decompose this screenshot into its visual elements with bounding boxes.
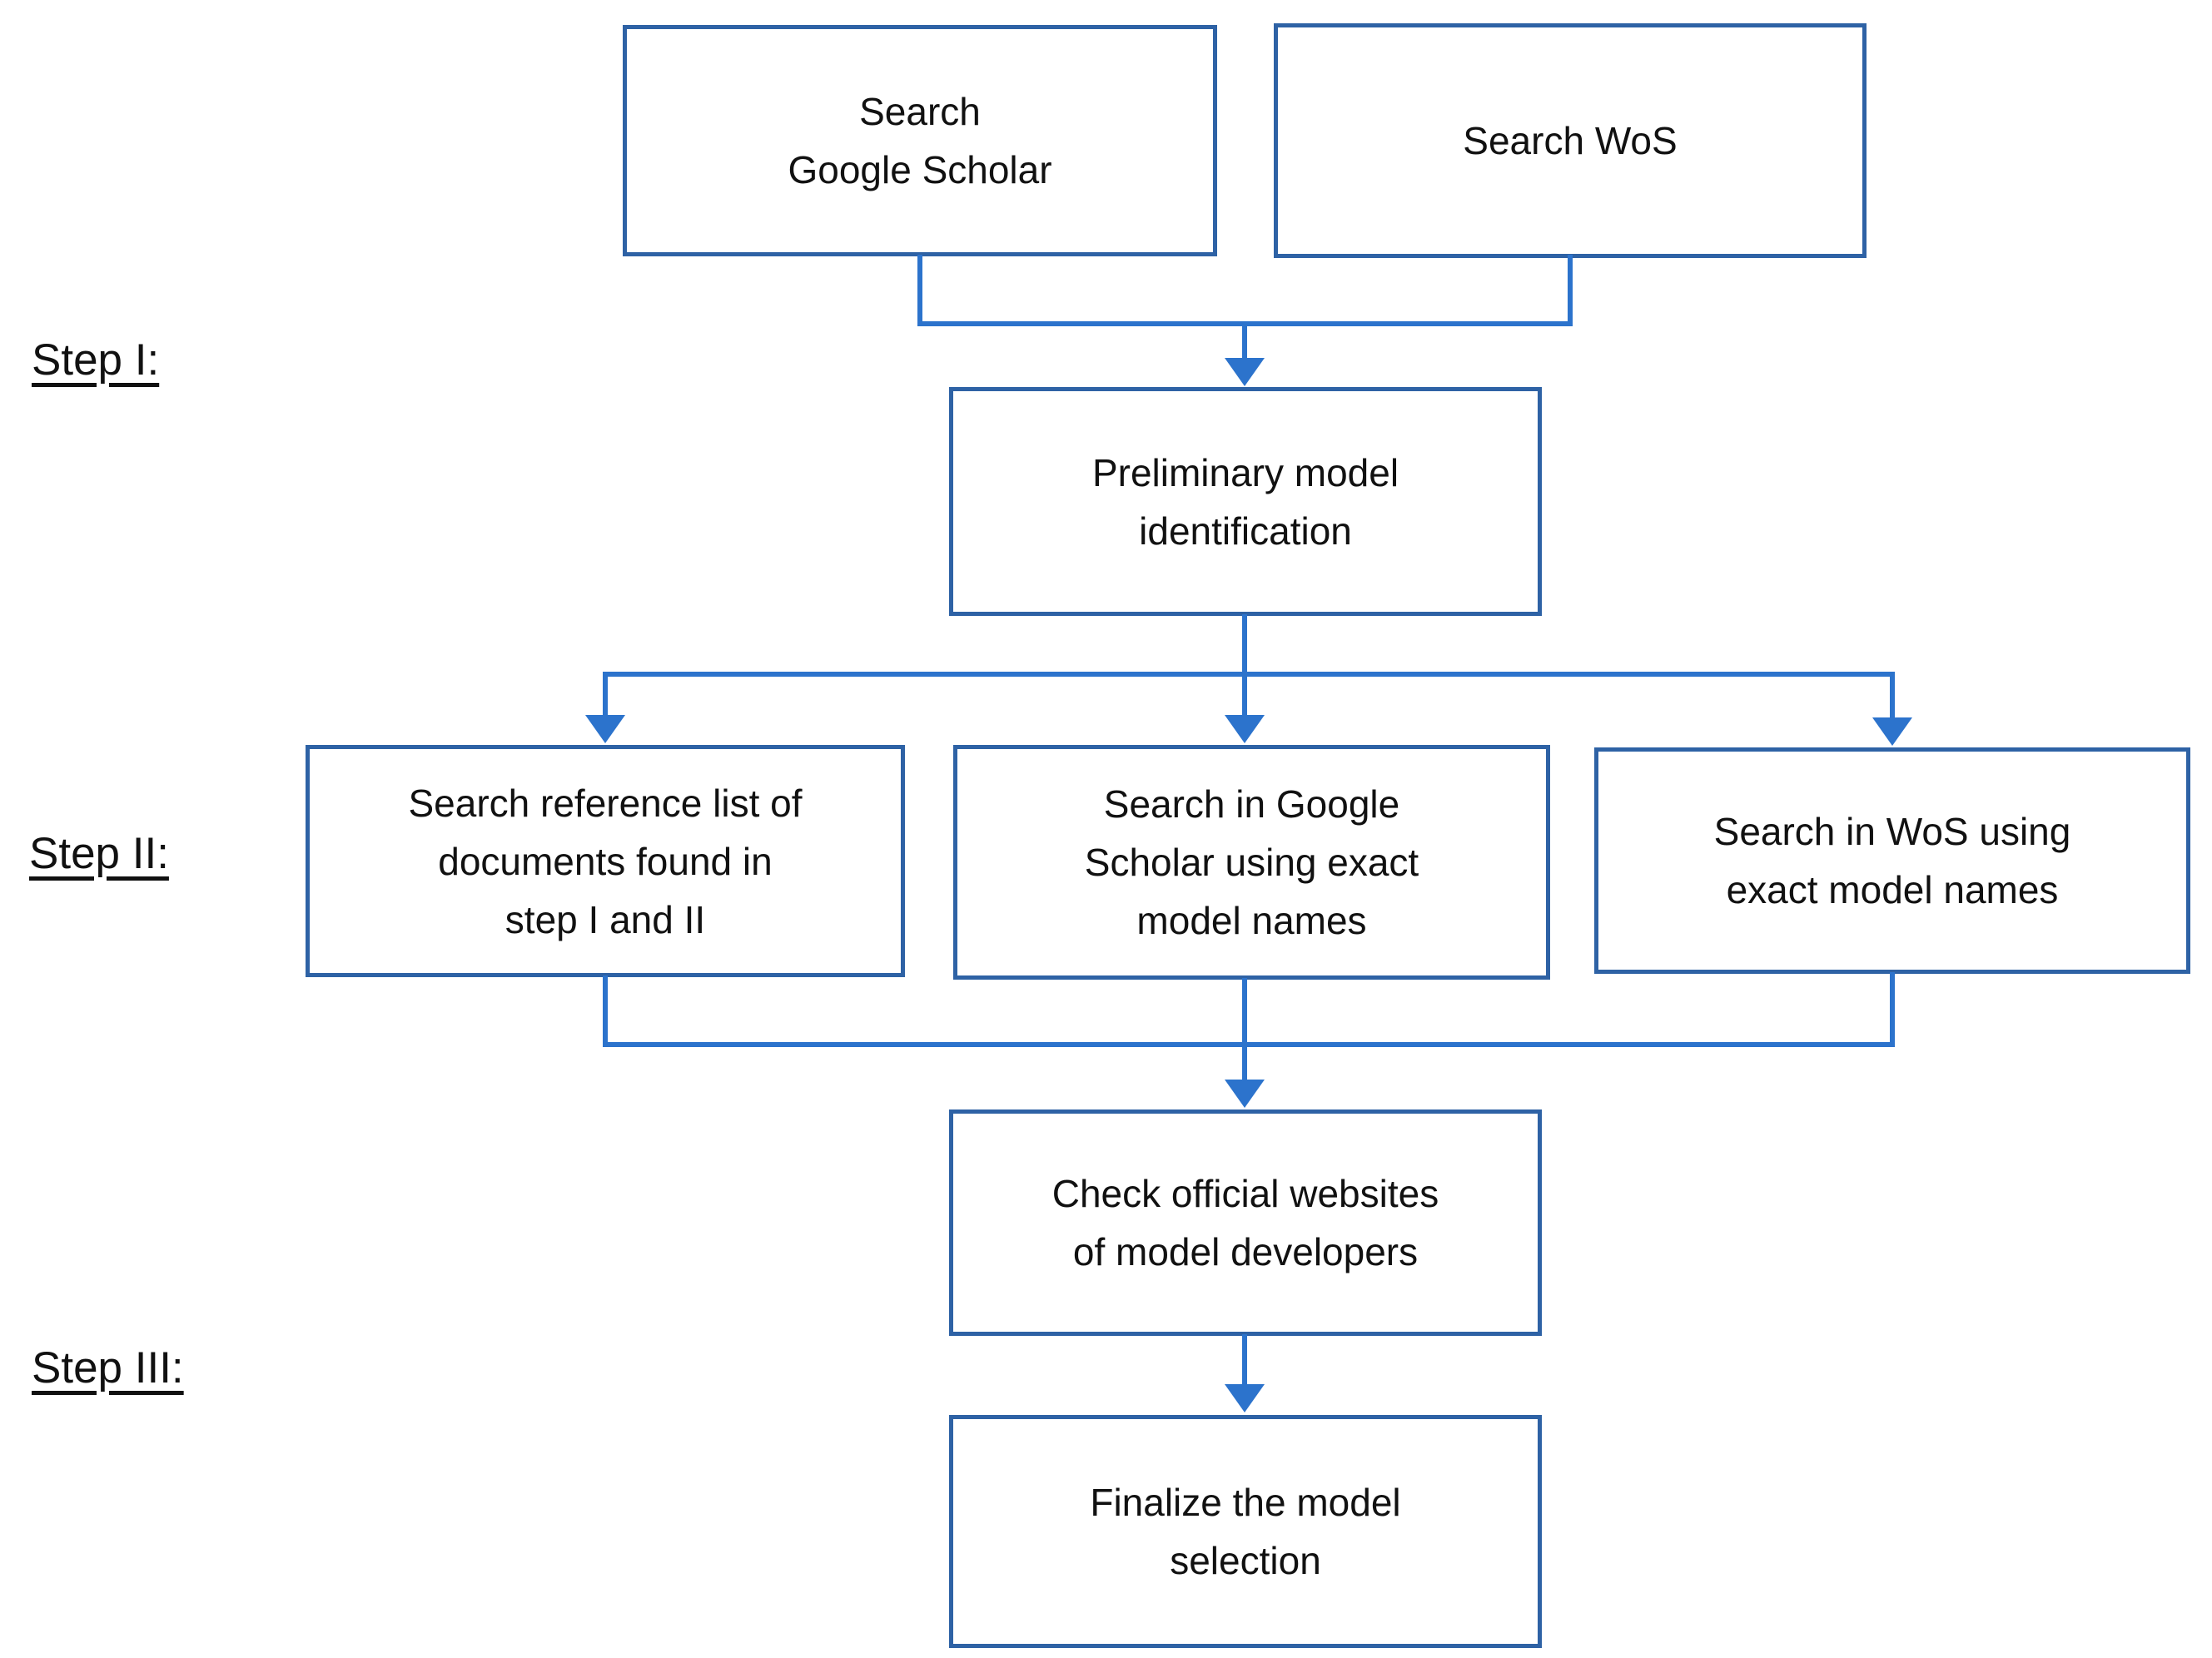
- connector-step1-right-drop: [1568, 255, 1573, 326]
- connector-step2-left-arrow-head: [585, 715, 625, 743]
- connector-step2-fanout-bar: [603, 672, 1895, 677]
- node-finalize-model-selection: Finalize the model selection: [949, 1415, 1542, 1648]
- connector-step2-merge-arrow-stem: [1242, 978, 1247, 1083]
- node-search-google-scholar-exact-label: Search in Google Scholar using exact mod…: [1084, 782, 1419, 942]
- step-label-iii: Step III:: [32, 1343, 184, 1392]
- node-search-wos-exact: Search in WoS using exact model names: [1594, 747, 2190, 974]
- connector-step2-center-arrow-head: [1225, 715, 1265, 743]
- step-label-ii: Step II:: [29, 829, 169, 878]
- node-search-reference-list: Search reference list of documents found…: [306, 745, 905, 977]
- node-search-reference-list-label: Search reference list of documents found…: [408, 781, 803, 941]
- node-search-wos: Search WoS: [1274, 23, 1867, 258]
- node-check-official-websites: Check official websites of model develop…: [949, 1109, 1542, 1336]
- connector-step2-right-stem: [1890, 672, 1895, 720]
- node-search-wos-label: Search WoS: [1463, 119, 1678, 162]
- node-search-google-scholar-label: Search Google Scholar: [788, 90, 1052, 191]
- node-preliminary-model-identification-label: Preliminary model identification: [1091, 450, 1399, 553]
- connector-step1-arrow-head: [1225, 358, 1265, 386]
- connector-step2-right-arrow-head: [1872, 717, 1912, 746]
- node-search-wos-exact-label: Search in WoS using exact model names: [1713, 810, 2071, 911]
- connector-step1-arrow-stem: [1242, 321, 1247, 363]
- connector-step2-center-stem-top: [1242, 614, 1247, 677]
- node-preliminary-model-identification: Preliminary model identification: [949, 387, 1542, 616]
- node-finalize-model-selection-label: Finalize the model selection: [1090, 1481, 1401, 1582]
- connector-step2-merge-bar: [603, 1042, 1895, 1047]
- connector-step2-merge-left-drop: [603, 975, 608, 1047]
- connector-step2-center-stem: [1242, 672, 1247, 718]
- step-label-i: Step I:: [32, 335, 160, 385]
- connector-step2-merge-right-drop: [1890, 972, 1895, 1047]
- connector-step3-arrow-head: [1225, 1384, 1265, 1412]
- connector-step1-left-drop: [917, 255, 922, 326]
- connector-step2-merge-arrow-head: [1225, 1080, 1265, 1108]
- connector-step2-left-stem: [603, 672, 608, 718]
- node-search-google-scholar-exact: Search in Google Scholar using exact mod…: [953, 745, 1550, 980]
- connector-step3-arrow-stem: [1242, 1334, 1247, 1387]
- node-check-official-websites-label: Check official websites of model develop…: [1051, 1172, 1439, 1273]
- node-search-google-scholar: Search Google Scholar: [623, 25, 1217, 256]
